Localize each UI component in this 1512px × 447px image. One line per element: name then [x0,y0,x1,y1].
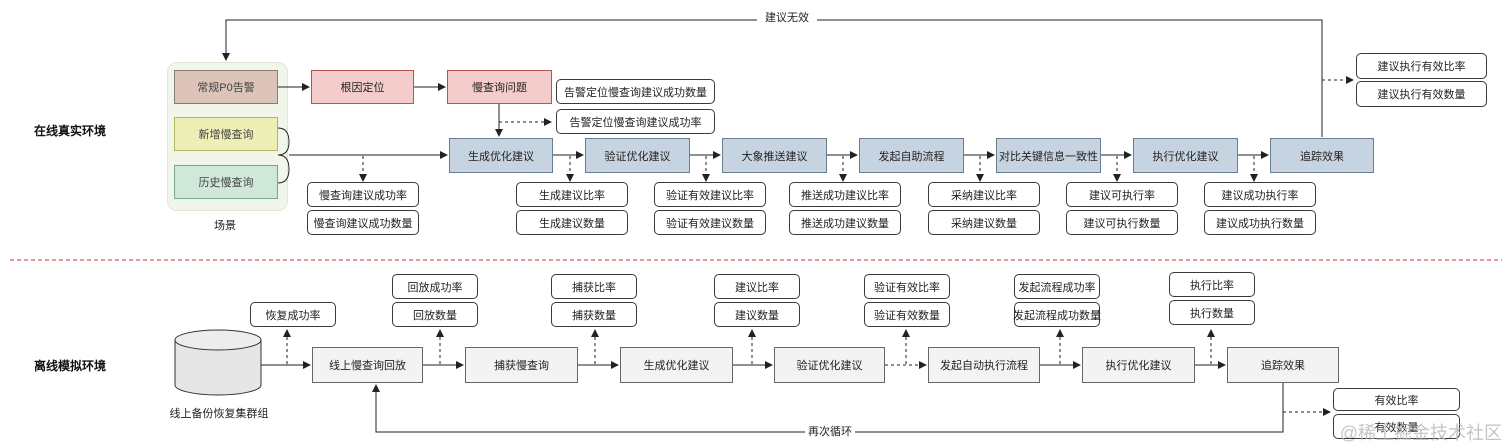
watermark: @稀土掘金技术社区 [1339,423,1502,443]
scenario-p0-alert: 常规P0告警 [174,70,278,104]
online-final-metric: 建议执行有效数量 [1356,81,1487,107]
offline-step-metric: 回放成功率 [392,274,478,299]
scenario-history-slow-query: 历史慢查询 [174,165,278,199]
online-step-metric: 推送成功建议数量 [789,210,901,235]
feedback-label: 建议无效 [757,10,817,24]
online-step-metric: 生成建议数量 [516,210,628,235]
offline-final-metric: 有效数量 [1333,414,1460,439]
online-step-metric: 建议可执行数量 [1066,210,1178,235]
online-step: 验证优化建议 [585,138,690,173]
offline-step-metric: 捕获比率 [551,274,637,299]
online-step-metric: 建议成功执行数量 [1204,210,1316,235]
offline-step-metric: 执行数量 [1169,300,1255,325]
offline-step-metric: 回放数量 [392,302,478,327]
offline-step-metric: 建议比率 [714,274,800,299]
pre-metric: 告警定位慢查询建议成功数量 [556,79,715,104]
offline-step-metric: 发起流程成功率 [1014,274,1100,299]
offline-step-metric: 捕获数量 [551,302,637,327]
database-icon [174,329,262,396]
scenario-metric: 慢查询建议成功率 [307,182,419,207]
offline-step: 追踪效果 [1227,347,1339,383]
online-step: 大象推送建议 [722,138,827,173]
offline-step-metric: 发起流程成功数量 [1013,302,1101,327]
scenario-metric: 慢查询建议成功数量 [307,210,419,235]
scenario-new-slow-query: 新增慢查询 [174,117,278,151]
online-final-metric: 建议执行有效比率 [1356,53,1487,79]
online-step-metric: 建议可执行率 [1066,182,1178,207]
online-step-metric: 生成建议比率 [516,182,628,207]
online-step-metric: 采纳建议比率 [928,182,1040,207]
online-section-label: 在线真实环境 [33,123,106,138]
db-label: 线上备份恢复集群组 [169,408,269,420]
slow-query-problem-node: 慢查询问题 [447,70,552,104]
pre-metric: 告警定位慢查询建议成功率 [556,109,715,134]
loop-label: 再次循环 [805,424,855,438]
online-step-metric: 采纳建议数量 [928,210,1040,235]
online-step-metric: 推送成功建议比率 [789,182,901,207]
offline-step: 执行优化建议 [1082,347,1195,383]
online-step: 生成优化建议 [449,138,553,173]
online-step: 发起自助流程 [859,138,964,173]
offline-step: 发起自动执行流程 [928,347,1040,383]
online-step-metric: 建议成功执行率 [1204,182,1316,207]
scenario-label: 场景 [214,220,236,232]
root-cause-node: 根因定位 [311,70,414,104]
offline-step-metric: 执行比率 [1169,272,1255,297]
offline-step: 线上慢查询回放 [312,347,423,383]
db-metric: 恢复成功率 [250,302,336,327]
offline-final-metric: 有效比率 [1333,388,1460,411]
offline-section-label: 离线模拟环境 [33,358,106,373]
offline-step-metric: 验证有效比率 [864,274,950,299]
online-step-metric: 验证有效建议比率 [654,182,766,207]
online-step: 对比关键信息一致性 [996,138,1101,173]
online-step: 追踪效果 [1270,138,1374,173]
online-step: 执行优化建议 [1133,138,1238,173]
offline-step: 验证优化建议 [774,347,885,383]
online-step-metric: 验证有效建议数量 [654,210,766,235]
offline-step: 捕获慢查询 [465,347,578,383]
offline-step-metric: 建议数量 [714,302,800,327]
offline-step-metric: 验证有效数量 [864,302,950,327]
offline-step: 生成优化建议 [620,347,733,383]
